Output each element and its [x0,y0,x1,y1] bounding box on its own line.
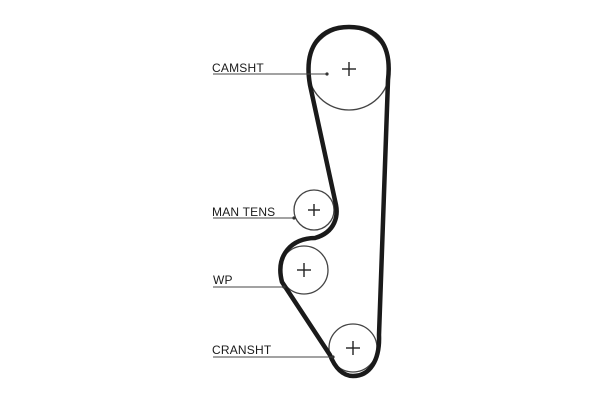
tensioner-label: MAN TENS [212,205,276,219]
camshaft-leader [213,72,329,76]
crankshaft-leader [213,355,335,359]
timing-belt [278,24,391,379]
camshaft-pulley [307,27,391,111]
tensioner-leader [213,216,296,220]
water-pump-label: WP [213,273,233,287]
crankshaft-label: CRANSHT [212,343,272,357]
water-pump-leader [213,285,286,289]
camshaft-label: CAMSHT [212,61,264,75]
tensioner-pulley [293,189,335,231]
